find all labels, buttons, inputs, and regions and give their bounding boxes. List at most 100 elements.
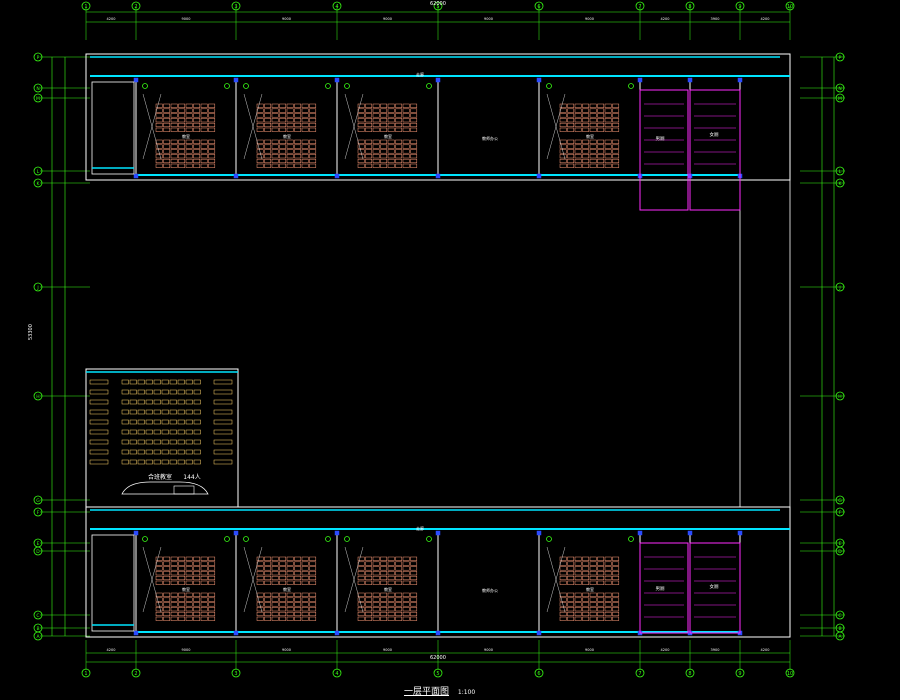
seat — [589, 163, 597, 168]
seat — [170, 580, 178, 585]
axis-bubble-top — [433, 1, 443, 11]
seat — [286, 592, 294, 597]
lecture-seat — [137, 379, 145, 385]
seat — [163, 103, 171, 108]
axis-bubble-bottom — [735, 668, 745, 678]
seat — [200, 616, 208, 621]
seat — [387, 113, 395, 118]
lecture-seat — [161, 409, 169, 415]
seat — [208, 154, 216, 159]
seat — [193, 561, 201, 566]
seat — [185, 122, 193, 128]
seat — [604, 118, 612, 123]
lecture-seat-side — [89, 389, 109, 395]
dim-text-top: 4200 — [107, 17, 116, 21]
seat — [387, 575, 395, 581]
seat — [208, 607, 216, 612]
seat — [200, 566, 208, 571]
lecture-seat — [169, 379, 177, 385]
seat — [163, 139, 171, 144]
column — [435, 530, 441, 536]
corridor-label-north: 走廊 — [416, 71, 424, 77]
overall-height-dimension: 53300 — [28, 324, 34, 340]
seat — [372, 144, 380, 149]
seat — [589, 149, 597, 154]
seat — [604, 127, 612, 132]
column — [737, 77, 743, 83]
seat — [178, 597, 186, 602]
seat — [604, 561, 612, 566]
seat — [264, 108, 272, 113]
axis-bubble-left — [33, 166, 43, 176]
seat — [589, 118, 597, 123]
seat — [395, 566, 403, 571]
seat — [178, 556, 186, 561]
seat — [301, 122, 309, 128]
seat — [264, 607, 272, 612]
seat — [574, 103, 582, 108]
axis-label-bottom: 10 — [787, 671, 793, 677]
toilet-male — [639, 89, 689, 211]
seat — [286, 163, 294, 168]
seat — [178, 118, 186, 123]
seat — [612, 103, 620, 108]
seat — [387, 118, 395, 123]
seat — [155, 122, 163, 128]
seat — [582, 566, 590, 571]
seat — [402, 139, 410, 144]
seat — [372, 611, 380, 617]
seat — [357, 575, 365, 581]
seat — [395, 163, 403, 168]
seat — [402, 566, 410, 571]
dim-text-bottom: 3900 — [711, 648, 720, 652]
axis-label-left: C — [36, 613, 39, 619]
seat — [612, 592, 620, 597]
seat — [294, 607, 302, 612]
seat — [208, 571, 216, 576]
seat — [395, 108, 403, 113]
seat — [264, 580, 272, 585]
seat — [365, 122, 373, 128]
lecture-seat — [121, 389, 129, 395]
seat — [365, 575, 373, 581]
seat — [279, 602, 287, 607]
seat — [155, 556, 163, 561]
seat — [574, 592, 582, 597]
seat — [357, 149, 365, 154]
seat — [200, 575, 208, 581]
seat — [387, 597, 395, 602]
seat — [279, 163, 287, 168]
seat — [256, 592, 264, 597]
seat — [574, 127, 582, 132]
seat — [567, 158, 575, 164]
seat — [380, 602, 388, 607]
seat — [294, 580, 302, 585]
axis-label-left: P — [37, 55, 40, 61]
lecture-seat — [193, 389, 201, 395]
seat — [178, 158, 186, 164]
lecture-seat — [137, 449, 145, 455]
seat — [567, 144, 575, 149]
seat — [170, 127, 178, 132]
seat — [582, 607, 590, 612]
seat — [208, 118, 216, 123]
seat — [380, 158, 388, 164]
seat — [612, 108, 620, 113]
seat — [294, 566, 302, 571]
seat — [271, 144, 279, 149]
seat — [271, 571, 279, 576]
seat — [395, 571, 403, 576]
seat — [170, 556, 178, 561]
seat — [178, 561, 186, 566]
door-mark — [325, 83, 331, 89]
seat — [286, 597, 294, 602]
lecture-seat — [121, 459, 129, 465]
dim-text-top: 9000 — [585, 17, 594, 21]
axis-bubble-left — [33, 93, 43, 103]
seat — [185, 163, 193, 168]
seat — [395, 127, 403, 132]
seat — [365, 571, 373, 576]
seat — [178, 580, 186, 585]
office-label-south: 教师办公 — [482, 587, 498, 593]
seat — [559, 602, 567, 607]
